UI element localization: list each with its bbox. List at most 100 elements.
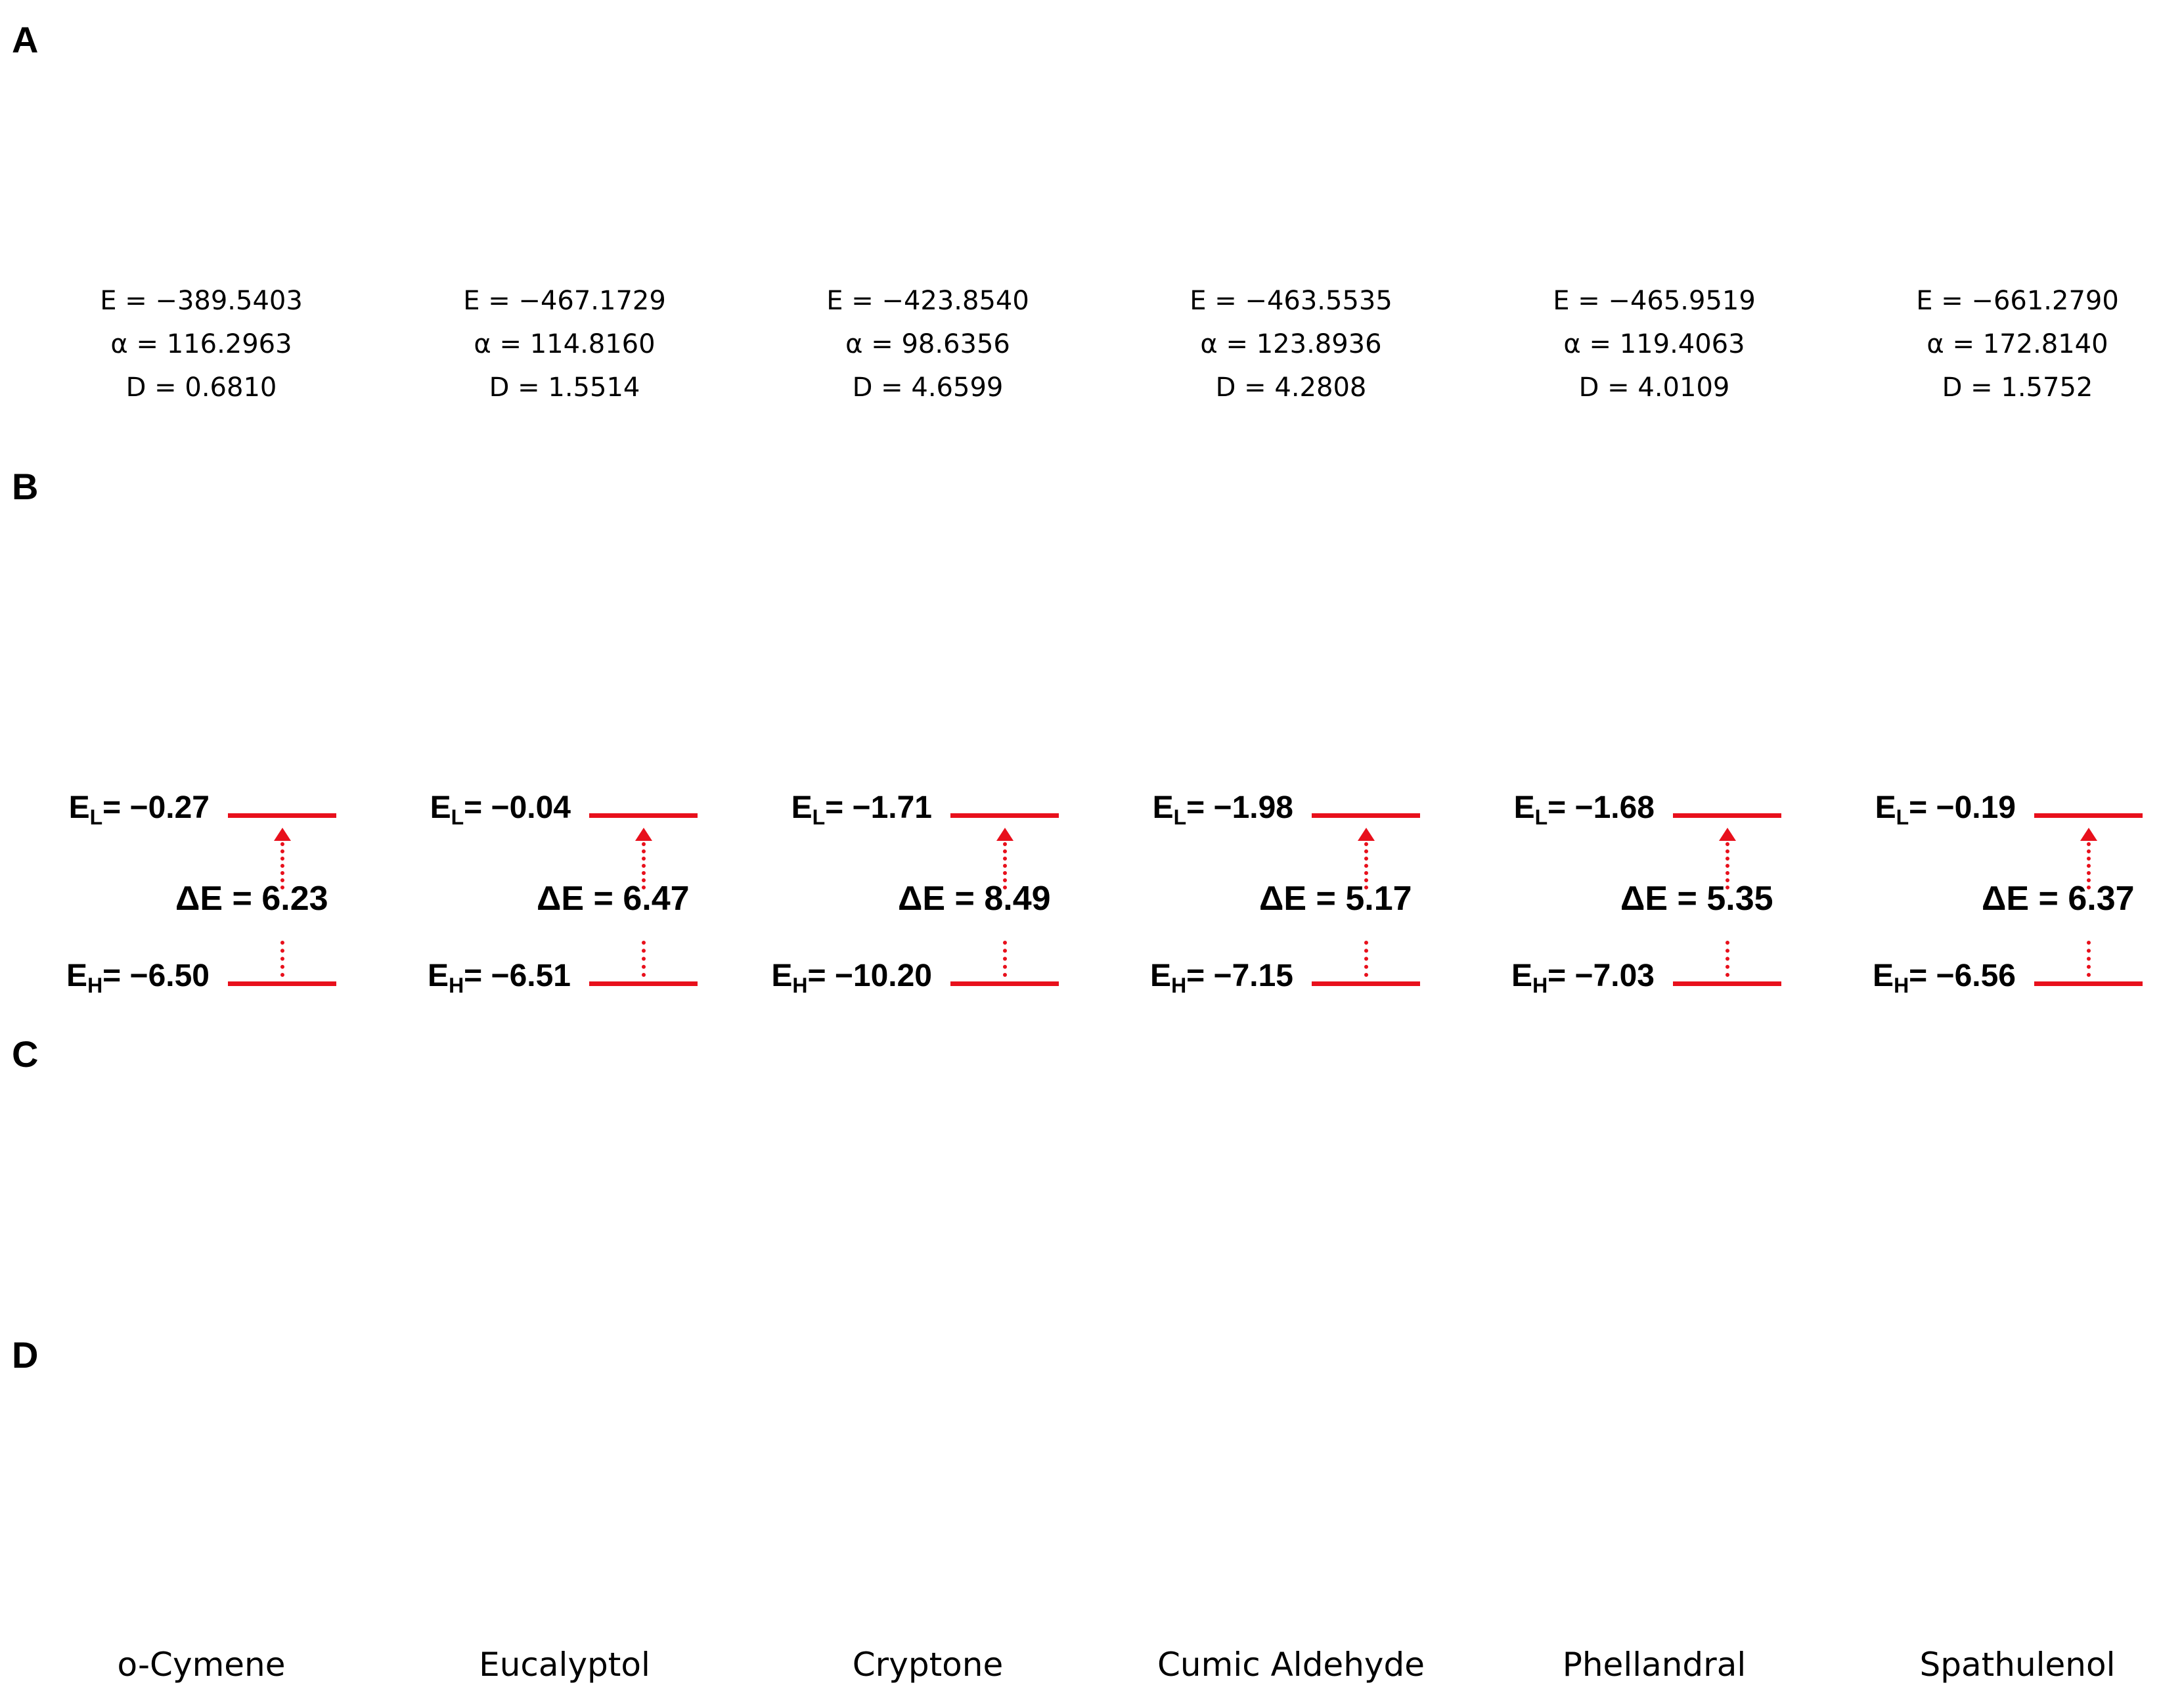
lumo-level-line (1673, 813, 1781, 818)
gap-arrow-line-upper (280, 842, 284, 889)
homo-energy-value: −7.03 (1574, 958, 1655, 993)
lumo-equals: = (102, 790, 130, 825)
property-e: E = −463.5535 (1190, 286, 1392, 316)
homo-level-line (1673, 981, 1781, 986)
energy-gap-label: ΔE = 5.35 (1620, 880, 1773, 918)
gap-arrow-line-upper (1726, 842, 1729, 889)
homo-equals: = (807, 958, 835, 993)
gap-arrow-head (635, 828, 652, 841)
energy-gap-label: ΔE = 8.49 (898, 880, 1051, 918)
homo-energy-label: EH= −7.15 (1150, 958, 1293, 998)
lumo-energy-label: EL= −1.68 (1514, 790, 1655, 830)
lumo-equals: = (464, 790, 491, 825)
property-d: D = 4.0109 (1578, 372, 1730, 403)
gap-arrow-line-lower (2087, 941, 2091, 977)
homo-subscript: H (1894, 974, 1909, 997)
lumo-prefix: E (791, 790, 813, 825)
lumo-prefix: E (68, 790, 90, 825)
lumo-energy-value: −0.27 (129, 790, 210, 825)
gap-arrow-head (274, 828, 291, 841)
homo-subscript: H (792, 974, 808, 997)
property-e: E = −467.1729 (463, 286, 666, 316)
property-d: D = 1.5752 (1942, 372, 2093, 403)
lumo-energy-label: EL= −0.19 (1875, 790, 2016, 830)
molecule-name: Phellandral (1562, 1646, 1747, 1684)
molecule-properties: E = −465.9519 α = 119.4063 D = 4.0109 (1473, 279, 1836, 409)
lumo-energy-value: −1.98 (1213, 790, 1293, 825)
molecule-name: Spathulenol (1919, 1646, 2116, 1684)
molecule-properties: E = −423.8540 α = 98.6356 D = 4.6599 (746, 279, 1109, 409)
homo-energy-label: EH= −7.03 (1511, 958, 1655, 998)
lumo-subscript: L (89, 805, 103, 829)
homo-level-line (589, 981, 698, 986)
gap-arrow-line-upper (2087, 842, 2091, 889)
property-d: D = 0.6810 (125, 372, 277, 403)
energy-gap-label: ΔE = 6.47 (537, 880, 690, 918)
property-alpha: α = 114.8160 (474, 329, 656, 359)
lumo-prefix: E (1513, 790, 1535, 825)
homo-equals: = (102, 958, 130, 993)
property-d: D = 4.2808 (1215, 372, 1367, 403)
gap-arrow-line-upper (642, 842, 646, 889)
energy-gap-label: ΔE = 5.17 (1259, 880, 1412, 918)
gap-arrow-line-lower (1726, 941, 1729, 977)
homo-energy-value: −6.50 (129, 958, 210, 993)
lumo-energy-label: EL= −0.04 (430, 790, 571, 830)
homo-energy-value: −10.20 (834, 958, 932, 993)
lumo-level-line (2034, 813, 2143, 818)
homo-prefix: E (771, 958, 793, 993)
molecule-properties: E = −389.5403 α = 116.2963 D = 0.6810 (20, 279, 383, 409)
energy-gap-label: ΔE = 6.23 (175, 880, 328, 918)
homo-energy-label: EH= −6.56 (1873, 958, 2016, 998)
lumo-energy-value: −0.19 (1936, 790, 2016, 825)
property-d: D = 4.6599 (852, 372, 1004, 403)
homo-prefix: E (1873, 958, 1894, 993)
property-e: E = −661.2790 (1916, 286, 2119, 316)
homo-energy-value: −6.51 (491, 958, 571, 993)
lumo-equals: = (1186, 790, 1214, 825)
panel-label-d: D (12, 1334, 39, 1376)
homo-equals: = (464, 958, 491, 993)
homo-prefix: E (428, 958, 449, 993)
homo-prefix: E (1511, 958, 1533, 993)
property-e: E = −465.9519 (1553, 286, 1756, 316)
lumo-level-line (950, 813, 1059, 818)
lumo-energy-value: −1.71 (852, 790, 932, 825)
gap-arrow-line-upper (1364, 842, 1368, 889)
energy-gap-label: ΔE = 6.37 (1982, 880, 2135, 918)
lumo-level-line (589, 813, 698, 818)
homo-level-line (950, 981, 1059, 986)
lumo-equals: = (1547, 790, 1575, 825)
homo-equals: = (1909, 958, 1936, 993)
lumo-energy-value: −1.68 (1574, 790, 1655, 825)
homo-subscript: H (1171, 974, 1187, 997)
property-alpha: α = 116.2963 (110, 329, 292, 359)
molecule-name: Eucalyptol (479, 1646, 650, 1684)
gap-arrow-line-lower (1364, 941, 1368, 977)
lumo-equals: = (1909, 790, 1936, 825)
property-alpha: α = 119.4063 (1563, 329, 1745, 359)
panel-label-b: B (12, 466, 39, 507)
lumo-level-line (1312, 813, 1420, 818)
homo-energy-label: EH= −6.51 (428, 958, 571, 998)
molecule-name: Cryptone (852, 1646, 1004, 1684)
homo-equals: = (1547, 958, 1575, 993)
property-e: E = −389.5403 (100, 286, 303, 316)
property-e: E = −423.8540 (826, 286, 1029, 316)
lumo-energy-value: −0.04 (491, 790, 571, 825)
lumo-energy-label: EL= −1.98 (1153, 790, 1293, 830)
lumo-equals: = (825, 790, 853, 825)
homo-prefix: E (1150, 958, 1172, 993)
property-alpha: α = 123.8936 (1200, 329, 1382, 359)
homo-level-line (228, 981, 336, 986)
lumo-prefix: E (1875, 790, 1896, 825)
gap-arrow-head (1358, 828, 1375, 841)
gap-arrow-head (2080, 828, 2097, 841)
lumo-level-line (228, 813, 336, 818)
molecule-name: Cumic Aldehyde (1157, 1646, 1425, 1684)
lumo-subscript: L (1173, 805, 1187, 829)
panel-label-c: C (12, 1033, 39, 1075)
panel-label-a: A (12, 19, 39, 60)
property-alpha: α = 98.6356 (845, 329, 1010, 359)
